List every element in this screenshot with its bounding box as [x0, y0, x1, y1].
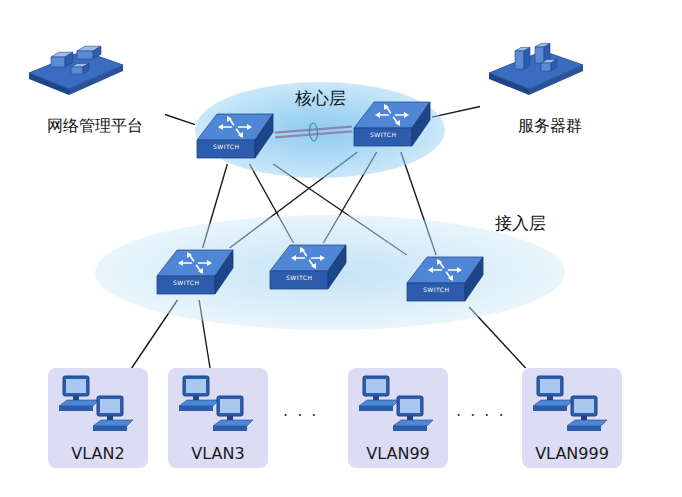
switch-label: SWITCH [354, 131, 412, 138]
vlan-name: VLAN999 [535, 444, 609, 463]
layer-title: 接入层 [495, 212, 546, 235]
switch-icon [352, 100, 432, 152]
ellipsis-mark: · · · · [456, 406, 506, 425]
server-group: 服务器群 [480, 35, 620, 147]
switch-label: SWITCH [197, 143, 255, 150]
pc-group-icon [173, 372, 263, 438]
device-caption: 服务器群 [518, 116, 582, 137]
layer-band: 接入层 SWITCH SWITCH SWITCH [95, 215, 565, 330]
switch-device: SWITCH [405, 255, 485, 307]
switch-icon [155, 248, 235, 300]
vlan-group: VLAN2 [48, 368, 148, 468]
switch-icon [195, 112, 275, 164]
vlan-group: VLAN99 [348, 368, 448, 468]
switch-icon [405, 255, 485, 307]
ellipsis-mark: · · · [283, 406, 318, 425]
pc-group-icon [353, 372, 443, 438]
vlan-name: VLAN3 [191, 444, 244, 463]
vlan-group: VLAN3 [168, 368, 268, 468]
switch-device: SWITCH [268, 243, 348, 295]
device-caption: 网络管理平台 [47, 116, 143, 137]
vlan-name: VLAN2 [71, 444, 124, 463]
switch-label: SWITCH [270, 274, 328, 281]
management-platform: 网络管理平台 [25, 35, 165, 147]
pc-group-icon [53, 372, 143, 438]
switch-label: SWITCH [157, 279, 215, 286]
pc-group-icon [527, 372, 617, 438]
network-link [165, 115, 195, 125]
vlan-group: VLAN999 [522, 368, 622, 468]
server-group-icon [485, 35, 585, 97]
switch-device: SWITCH [155, 248, 235, 300]
vlan-name: VLAN99 [366, 444, 430, 463]
layer-band: 核心层SWITCHSWITCH [195, 82, 445, 178]
management-platform-icon [25, 35, 125, 97]
switch-label: SWITCH [407, 286, 465, 293]
switch-device: SWITCH [352, 100, 432, 152]
switch-icon [268, 243, 348, 295]
switch-device: SWITCH [195, 112, 275, 164]
